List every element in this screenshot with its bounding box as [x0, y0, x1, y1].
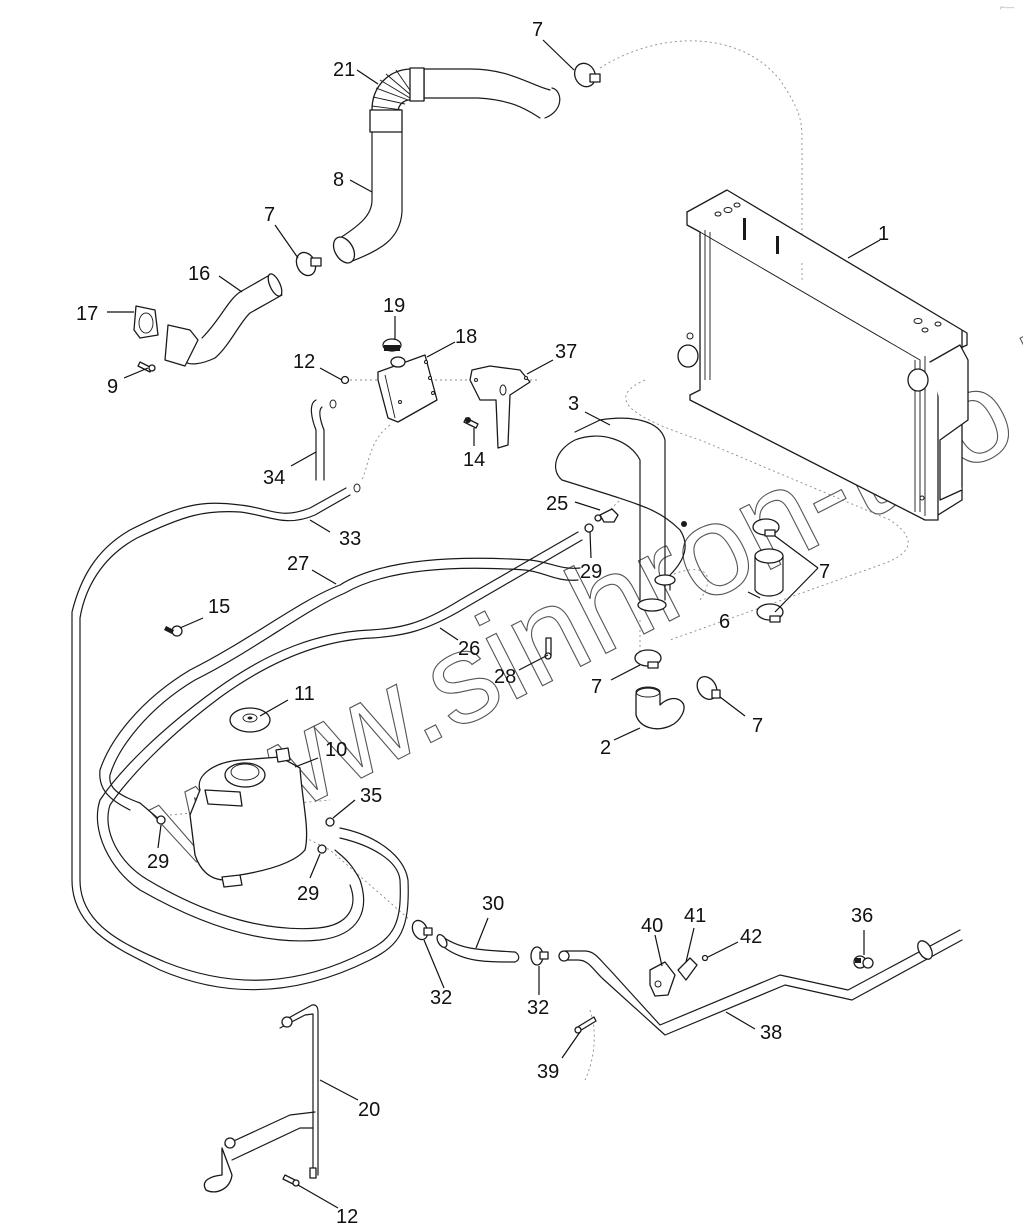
callout-2[interactable]: 2	[600, 737, 611, 759]
part-18-bracket-tank[interactable]	[377, 354, 438, 423]
callout-8[interactable]: 8	[333, 169, 344, 191]
part-10-expansion-tank[interactable]	[189, 747, 308, 888]
callout-18[interactable]: 18	[455, 326, 477, 348]
callout-11[interactable]: 11	[294, 683, 315, 705]
part-2-elbow-hose[interactable]	[635, 686, 685, 730]
part-37-bracket[interactable]	[469, 365, 531, 449]
callout-33[interactable]: 33	[339, 528, 361, 550]
part-40-clamp-block[interactable]	[649, 961, 676, 997]
part-32-clamp-left[interactable]	[409, 918, 433, 942]
part-9-bolt[interactable]	[137, 361, 156, 373]
part-12-nut-lower[interactable]	[282, 1174, 300, 1187]
part-35-clamp[interactable]	[325, 817, 335, 827]
callout-7[interactable]: 7	[819, 561, 830, 583]
callout-30[interactable]: 30	[482, 893, 504, 915]
callout-38[interactable]: 38	[760, 1022, 782, 1044]
callout-27[interactable]: 27	[287, 553, 309, 575]
callout-37[interactable]: 37	[555, 341, 577, 363]
callout-1[interactable]: 1	[878, 223, 889, 245]
callout-29[interactable]: 29	[580, 561, 602, 583]
callout-29[interactable]: 29	[297, 883, 319, 905]
part-3-upper-hose[interactable]	[554, 417, 687, 612]
part-12-nut-upper[interactable]	[340, 375, 350, 385]
part-15-clip[interactable]	[164, 625, 183, 637]
callout-20[interactable]: 20	[358, 1099, 380, 1121]
callout-25[interactable]: 25	[546, 493, 568, 515]
callout-35[interactable]: 35	[360, 785, 382, 807]
callout-12[interactable]: 12	[293, 351, 315, 373]
callout-39[interactable]: 39	[537, 1061, 559, 1083]
callout-7[interactable]: 7	[264, 204, 275, 226]
part-26-hose[interactable]	[96, 531, 583, 942]
callout-32[interactable]: 32	[527, 997, 549, 1019]
part-41-plate[interactable]	[677, 957, 698, 981]
callout-12[interactable]: 12	[336, 1206, 358, 1227]
part-38-pipe[interactable]	[558, 929, 963, 1036]
part-42-nut[interactable]	[701, 954, 709, 962]
part-27-hose[interactable]	[99, 557, 581, 821]
part-7-clamp-far-right[interactable]	[693, 673, 721, 703]
callout-14[interactable]: 14	[463, 449, 485, 471]
part-1-radiator[interactable]	[677, 189, 969, 521]
part-19-cap[interactable]	[382, 338, 402, 352]
part-29-small-clamp-a[interactable]	[584, 523, 594, 533]
part-7-clamp-left[interactable]	[293, 249, 322, 278]
part-7-clamp-top[interactable]	[571, 60, 601, 90]
leader-lines	[107, 39, 881, 1209]
part-7-clamp-lower-right[interactable]	[756, 603, 784, 623]
callout-42[interactable]: 42	[740, 926, 762, 948]
callout-32[interactable]: 32	[430, 987, 452, 1009]
part-34-hose[interactable]	[310, 399, 337, 481]
callout-6[interactable]: 6	[719, 611, 730, 633]
part-6-straight-hose[interactable]	[754, 548, 784, 597]
callout-34[interactable]: 34	[263, 467, 285, 489]
callout-7[interactable]: 7	[591, 676, 602, 698]
part-21-bellows-elbow[interactable]	[369, 67, 425, 133]
part-36-fitting[interactable]	[853, 955, 874, 969]
callout-9[interactable]: 9	[107, 376, 118, 398]
callout-41[interactable]: 41	[684, 905, 706, 927]
part-25-elbow-fitting[interactable]	[594, 508, 619, 523]
callout-29[interactable]: 29	[147, 851, 169, 873]
part-29-small-clamp-c[interactable]	[317, 844, 327, 854]
part-8-hose[interactable]	[329, 68, 561, 267]
callout-26[interactable]: 26	[458, 638, 480, 660]
part-7-clamp-upper-right[interactable]	[752, 518, 780, 537]
callout-3[interactable]: 3	[568, 393, 579, 415]
part-32-clamp-right[interactable]	[530, 946, 549, 966]
part-33-hose[interactable]	[71, 483, 409, 991]
part-17-gasket[interactable]	[133, 305, 159, 339]
part-39-bolt[interactable]	[574, 1016, 597, 1034]
callout-36[interactable]: 36	[851, 905, 873, 927]
part-28-fitting[interactable]	[544, 637, 552, 660]
callout-17[interactable]: 17	[76, 303, 98, 325]
corner-mark: ⌐—	[1000, 2, 1014, 12]
callout-15[interactable]: 15	[208, 596, 230, 618]
callout-19[interactable]: 19	[383, 295, 405, 317]
part-7-clamp-center[interactable]	[634, 649, 662, 669]
callouts: 21 7 8 7 1 16 17 19 18 12 37 9 3 34 14 2…	[76, 19, 889, 1227]
callout-40[interactable]: 40	[641, 915, 663, 937]
part-20-support-bracket[interactable]	[203, 1004, 319, 1193]
callout-16[interactable]: 16	[188, 263, 210, 285]
part-16-pipe[interactable]	[164, 272, 285, 367]
part-14-bolt[interactable]	[463, 417, 479, 429]
callout-7[interactable]: 7	[752, 715, 763, 737]
callout-28[interactable]: 28	[494, 666, 516, 688]
part-30-hose[interactable]	[435, 933, 520, 963]
part-29-small-clamp-b[interactable]	[156, 815, 166, 825]
part-11-tank-cap[interactable]	[229, 707, 271, 733]
callout-10[interactable]: 10	[325, 739, 347, 761]
callout-7[interactable]: 7	[532, 19, 543, 41]
callout-21[interactable]: 21	[333, 59, 355, 81]
